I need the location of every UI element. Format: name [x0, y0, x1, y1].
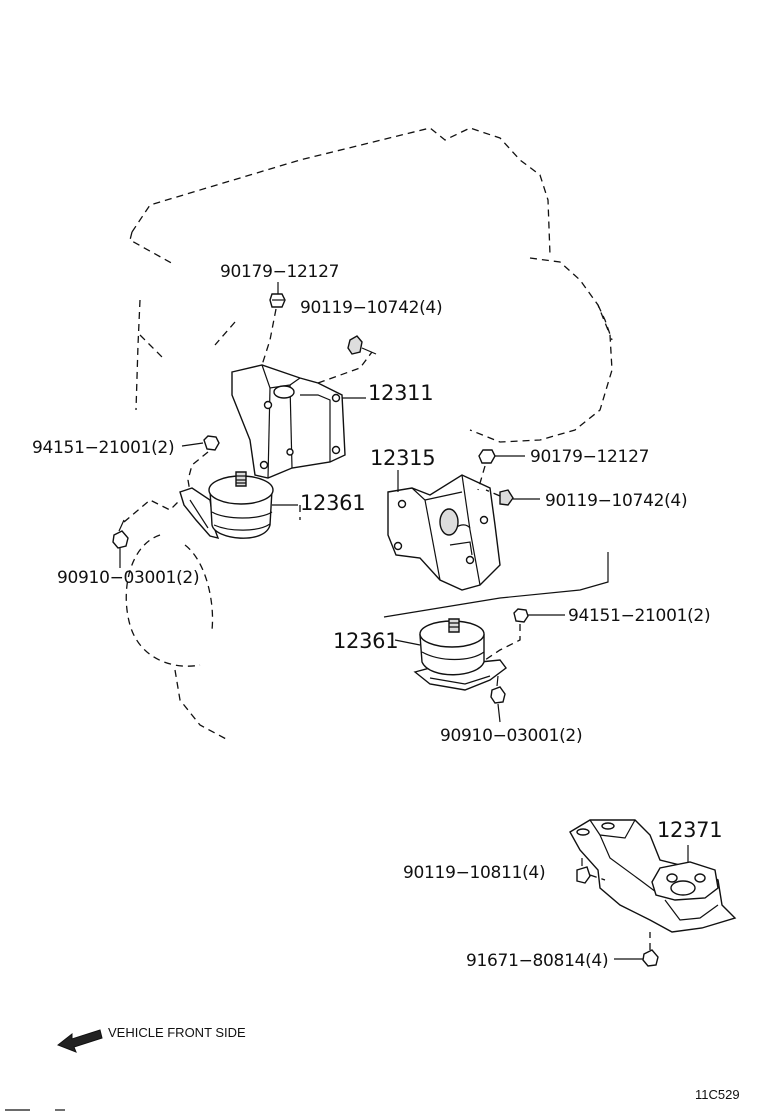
label-90179-12127-upper: 90179−12127 [220, 262, 339, 282]
label-91671-80814: 91671−80814(4) [466, 951, 608, 971]
leader-lines [119, 282, 399, 568]
bolt-90910-03001-left [112, 499, 181, 549]
engine-outline [125, 127, 613, 741]
label-90119-10742-right: 90119−10742(4) [545, 491, 687, 511]
label-90910-03001-left: 90910−03001(2) [57, 568, 199, 588]
label-12315: 12315 [370, 446, 435, 470]
label-90910-03001-right: 90910−03001(2) [440, 726, 582, 746]
label-90119-10811: 90119−10811(4) [403, 863, 545, 883]
nut-94151-21001-right [481, 608, 565, 663]
label-12361-left: 12361 [300, 491, 365, 515]
label-12311: 12311 [368, 381, 433, 405]
bolt-90119-10811 [576, 858, 606, 884]
front-arrow-icon [57, 1029, 103, 1053]
transmission-mount-12371 [569, 819, 737, 933]
engine-mount-12361-right [394, 618, 507, 691]
label-12371: 12371 [657, 818, 722, 842]
label-90179-12127-right: 90179−12127 [530, 447, 649, 467]
engine-mount-12361-left [179, 471, 298, 540]
nut-90179-12127-upper [261, 293, 286, 366]
nut-94151-21001-left [187, 435, 220, 493]
nut-90179-12127-right [477, 449, 525, 491]
label-94151-21001-right: 94151−21001(2) [568, 606, 710, 626]
vehicle-front-label: VEHICLE FRONT SIDE [108, 1025, 246, 1040]
bracket-12311 [231, 364, 346, 479]
bolt-90119-10742-right [485, 489, 540, 506]
bolt-90910-03001-right [490, 675, 506, 723]
label-94151-21001-left: 94151−21001(2) [32, 438, 174, 458]
diagram-code: 11C529 [695, 1087, 740, 1102]
vehicle-front-indicator: VEHICLE FRONT SIDE [57, 1025, 246, 1053]
bolt-91671-80814 [614, 932, 659, 967]
label-12361-right: 12361 [333, 629, 398, 653]
label-90119-10742-upper: 90119−10742(4) [300, 298, 442, 318]
part-labels: 90179−12127 90119−10742(4) 12311 94151−2… [32, 262, 723, 971]
bracket-12315 [387, 474, 501, 591]
bolt-90119-10742-upper [347, 335, 377, 355]
